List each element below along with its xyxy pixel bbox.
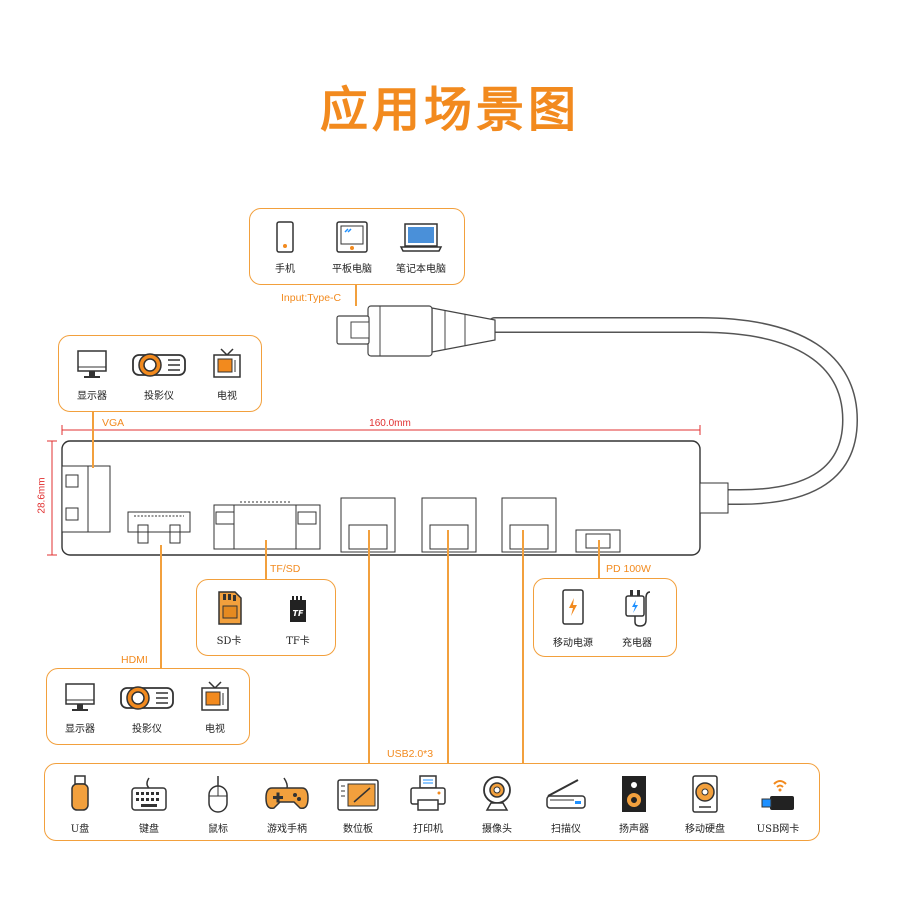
printer-icon xyxy=(410,775,446,811)
height-dimension: 28.6mm xyxy=(36,477,48,514)
hdmi-tv: 电视 xyxy=(192,680,238,735)
charger-icon xyxy=(625,590,651,627)
svg-text:TF: TF xyxy=(293,609,304,618)
tfsd-label: TF/SD xyxy=(270,563,301,575)
pd-devices-box xyxy=(533,578,677,657)
usb-device-scanner: 扫描仪 xyxy=(538,774,594,835)
typec-connector-line xyxy=(355,284,357,306)
laptop-icon xyxy=(399,223,443,252)
usb-device-mouse: 鼠标 xyxy=(195,774,241,835)
drawing-tablet-icon xyxy=(337,779,379,811)
page-title: 应用场景图 xyxy=(319,82,580,138)
charger: 充电器 xyxy=(612,588,662,649)
projector-icon xyxy=(132,353,186,377)
device-tablet: 平板电脑 xyxy=(322,220,382,275)
sd-card: SD卡 xyxy=(208,590,250,647)
usb-device-keyboard: 键盘 xyxy=(122,774,176,835)
tfsd-connector-line xyxy=(265,540,267,580)
keyboard-icon xyxy=(131,777,167,811)
monitor-icon xyxy=(65,683,95,711)
usb-device-gamepad: 游戏手柄 xyxy=(257,774,317,835)
length-dimension: 160.0mm xyxy=(355,418,425,429)
vga-monitor: 显示器 xyxy=(68,347,116,402)
tv-icon xyxy=(213,348,241,378)
tf-card: TF TF卡 xyxy=(276,592,320,647)
device-phone: 手机 xyxy=(262,220,308,275)
usb-device-webcam: 摄像头 xyxy=(472,774,522,835)
tv-icon xyxy=(201,681,229,711)
projector-icon xyxy=(120,686,174,710)
phone-icon xyxy=(276,221,294,253)
hdmi-monitor: 显示器 xyxy=(56,680,104,735)
hard-drive-icon xyxy=(692,775,718,813)
usb-connector-line-3 xyxy=(522,530,524,764)
hdmi-label: HDMI xyxy=(121,654,148,666)
usb-device-speaker: 扬声器 xyxy=(608,774,660,835)
power-bank: 移动电源 xyxy=(545,588,601,649)
usb-connector-line-2 xyxy=(447,530,449,764)
usb-device-drawing-tablet: 数位板 xyxy=(330,774,386,835)
usb-connector-line-1 xyxy=(368,530,370,764)
power-bank-icon xyxy=(562,589,584,625)
device-laptop: 笔记本电脑 xyxy=(390,220,452,275)
vga-tv: 电视 xyxy=(204,347,250,402)
sd-card-icon xyxy=(218,591,242,625)
typec-label: Input:Type-C xyxy=(281,292,342,304)
usb-device-u-disk: U盘 xyxy=(55,774,105,835)
monitor-icon xyxy=(77,350,107,378)
scanner-icon xyxy=(546,779,586,809)
hdmi-projector: 投影仪 xyxy=(116,680,178,735)
speaker-icon xyxy=(622,776,646,812)
tablet-icon xyxy=(336,221,368,253)
mouse-icon xyxy=(208,776,228,813)
vga-projector: 投影仪 xyxy=(128,347,190,402)
wifi-adapter-icon xyxy=(761,780,794,810)
usb-drive-icon xyxy=(71,775,89,811)
vga-label: VGA xyxy=(102,417,125,429)
pd-connector-line xyxy=(598,540,600,578)
usb-label: USB2.0*3 xyxy=(387,748,434,760)
hdmi-connector-line xyxy=(160,545,162,668)
usb-device-hard-drive: 移动硬盘 xyxy=(677,774,733,835)
pd-label: PD 100W xyxy=(606,563,651,575)
webcam-icon xyxy=(483,776,511,811)
tf-card-icon: TF xyxy=(290,596,306,622)
gamepad-icon xyxy=(265,777,309,810)
vga-connector-line xyxy=(92,412,94,468)
usb-device-wifi-adapter: USB网卡 xyxy=(750,774,806,835)
usb-device-printer: 打印机 xyxy=(400,774,456,835)
